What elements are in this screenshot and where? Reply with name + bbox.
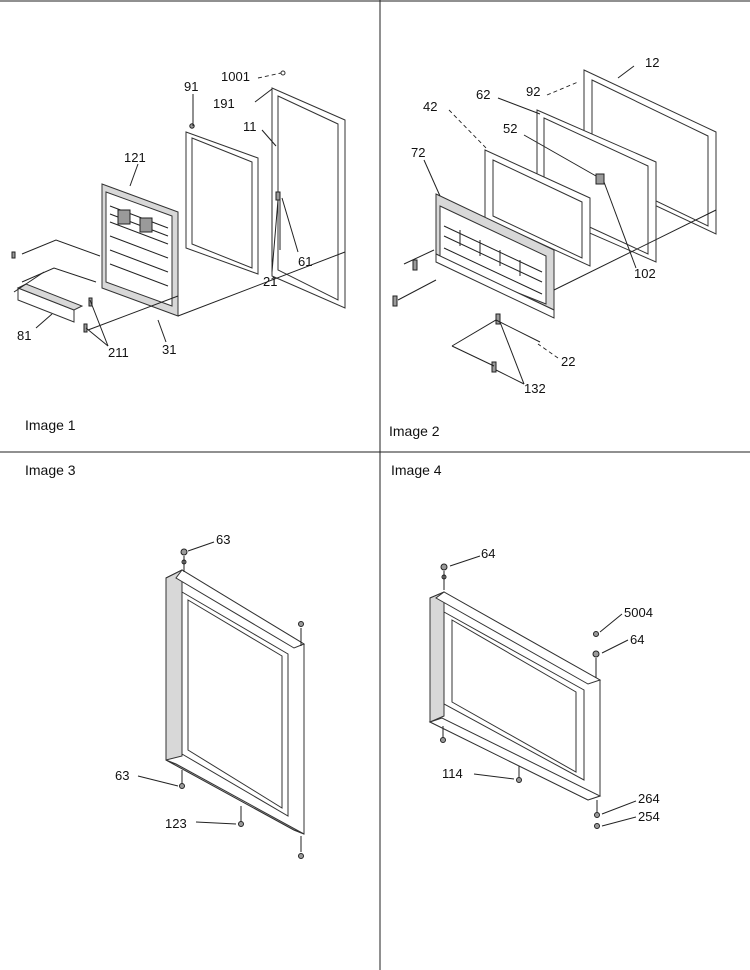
callout-123: 123	[165, 816, 187, 831]
callout-12: 12	[645, 55, 659, 70]
image-4-drawing	[428, 555, 637, 829]
callout-91: 91	[184, 79, 198, 94]
callout-64-right: 64	[630, 632, 644, 647]
image-2-callouts: 12 92 62 42 52 72 102 22 132	[411, 55, 659, 396]
callout-11: 11	[243, 119, 257, 134]
callout-1001: 1001	[221, 69, 250, 84]
callout-211: 211	[108, 345, 129, 360]
callout-254: 254	[638, 809, 660, 824]
callout-52: 52	[503, 121, 517, 136]
callout-62: 62	[476, 87, 490, 102]
image-1-callouts: 1001 91 191 11 121 61 21 81 211 31	[17, 69, 312, 360]
panel-title-image-2: Image 2	[389, 423, 440, 439]
callout-102: 102	[634, 266, 656, 281]
liner-shelves	[109, 205, 169, 287]
callout-191: 191	[213, 96, 235, 111]
callout-264: 264	[638, 791, 660, 806]
panel-title-image-1: Image 1	[25, 417, 76, 433]
image-3-drawing	[137, 541, 306, 859]
callout-63-top: 63	[216, 532, 230, 547]
callout-42: 42	[423, 99, 437, 114]
callout-121: 121	[124, 150, 146, 165]
panel-title-image-4: Image 4	[391, 462, 442, 478]
image-3-callouts: 63 63 123	[115, 532, 230, 831]
callout-92: 92	[526, 84, 540, 99]
callout-63-bottom: 63	[115, 768, 129, 783]
panel-title-image-3: Image 3	[25, 462, 76, 478]
callout-22: 22	[561, 354, 575, 369]
callout-21: 21	[263, 274, 277, 289]
callout-31: 31	[162, 342, 176, 357]
callout-72: 72	[411, 145, 425, 160]
drawer-racks	[443, 225, 543, 295]
callout-61: 61	[298, 254, 312, 269]
callout-114: 114	[442, 766, 463, 781]
callout-81: 81	[17, 328, 31, 343]
image-1-drawing	[11, 70, 346, 347]
callout-132: 132	[524, 381, 546, 396]
callout-64-top: 64	[481, 546, 495, 561]
image-4-callouts: 64 5004 64 114 264 254	[442, 546, 660, 824]
callout-5004: 5004	[624, 605, 653, 620]
image-2-drawing	[392, 65, 717, 385]
